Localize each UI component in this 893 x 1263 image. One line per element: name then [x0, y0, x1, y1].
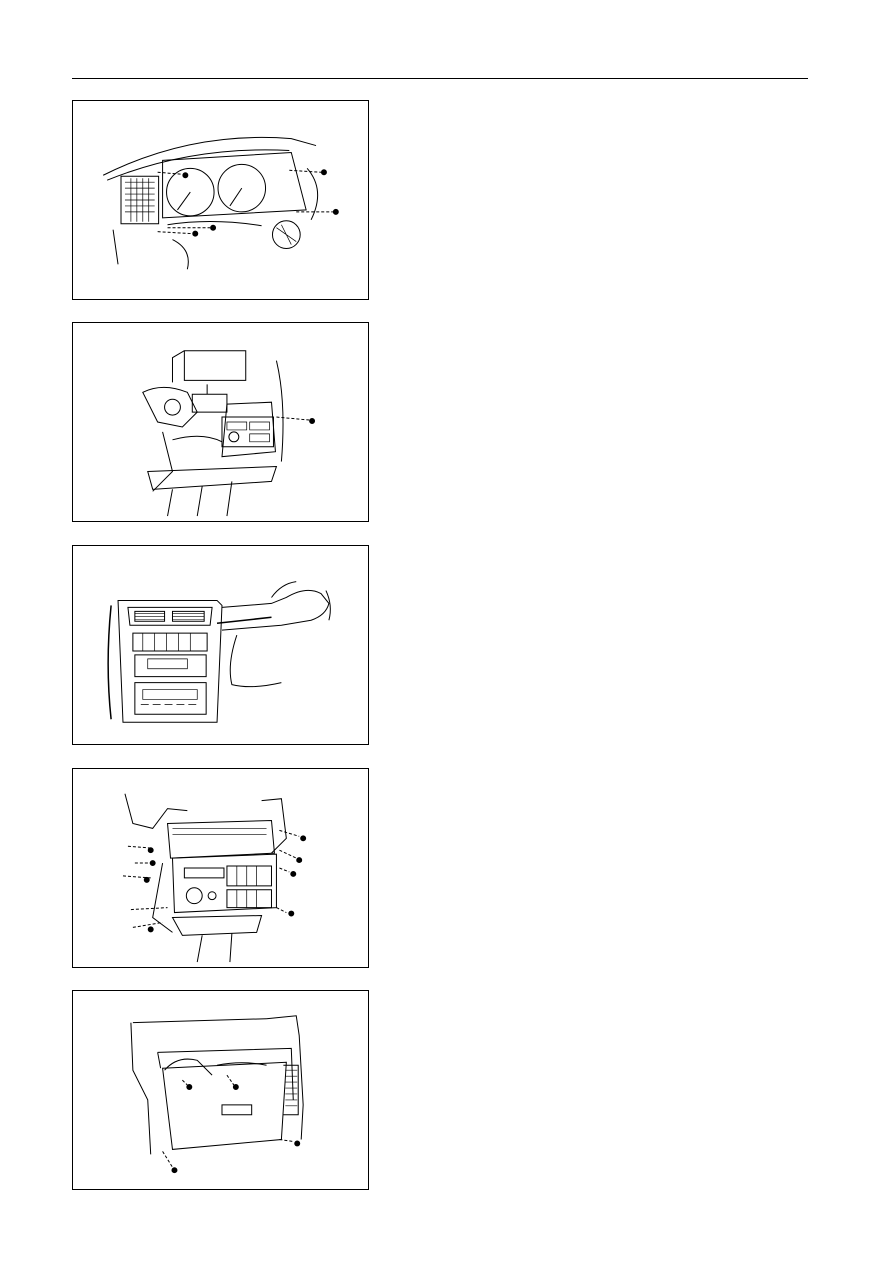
figure-center-cluster: [72, 545, 369, 745]
figure-glove-compartment: [72, 990, 369, 1190]
figure-lower-dash-panel: [72, 322, 369, 522]
center-cluster-drawing: [73, 546, 368, 744]
lower-dash-panel-drawing: [73, 323, 368, 521]
header-rule: [72, 78, 808, 79]
figure-heater-control: [72, 768, 369, 968]
figure-combination-meter: [72, 100, 369, 300]
heater-control-drawing: [73, 769, 368, 967]
combination-meter-drawing: [73, 101, 368, 299]
glove-compartment-drawing: [73, 991, 368, 1189]
